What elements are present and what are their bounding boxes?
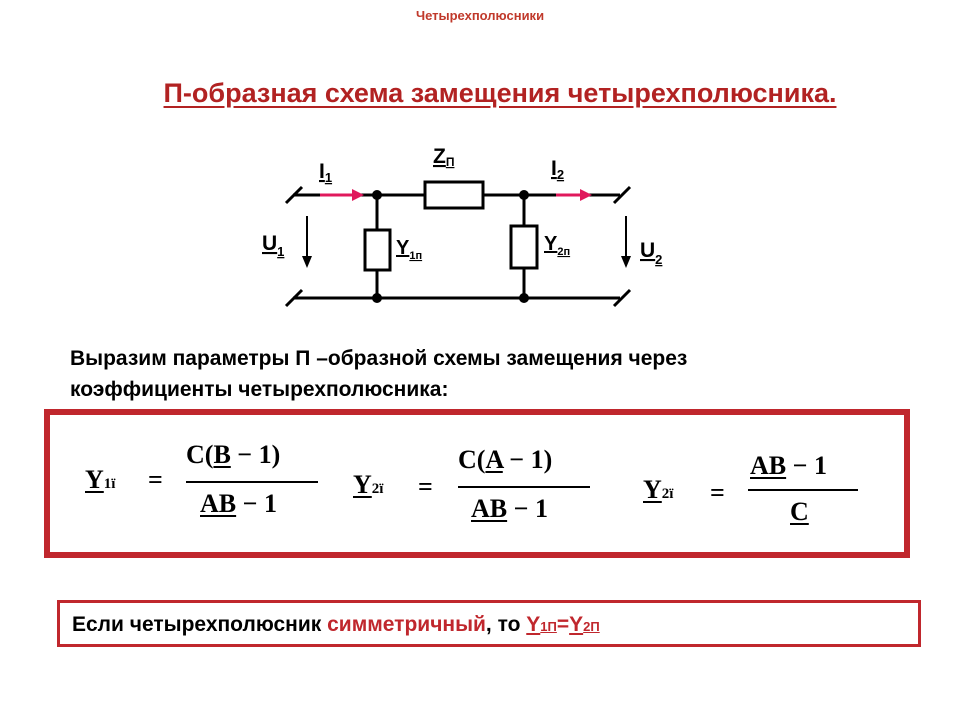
impedance-z-resistor [423, 180, 485, 210]
y2-label: Y2п [544, 233, 570, 258]
symmetric-condition: Y1П=Y2П [526, 613, 600, 636]
circuit-nodes [372, 190, 529, 303]
node-dot [519, 293, 529, 303]
voltage-u2-arrow [621, 216, 631, 268]
formula-2-fraction-bar [458, 486, 590, 488]
admittance-y1-resistor [363, 228, 392, 272]
terminal-mark [284, 288, 304, 308]
u1-label: U1 [262, 232, 284, 259]
formula-2-numerator: C(A − 1) [458, 445, 553, 474]
node-dot [372, 190, 382, 200]
formula-2-denominator: AB − 1 [471, 494, 548, 523]
formula-1-numerator: C(B − 1) [186, 440, 281, 469]
symmetric-highlight: симметричный [327, 613, 486, 636]
formula-1-lhs: Y1ï [85, 465, 116, 494]
intro-line-1: Выразим параметры П –образной схемы заме… [70, 347, 688, 370]
slide-header: Четырехполюсники [415, 8, 545, 23]
admittance-y2-resistor [509, 224, 539, 270]
intro-line-2: коэффициенты четырехполюсника: [70, 378, 449, 401]
current-i2-arrow [556, 189, 592, 201]
pi-equivalent-circuit: ZП I1 I2 U1 U2 Y1п Y2п [262, 145, 662, 308]
intro-text: Выразим параметры П –образной схемы заме… [70, 343, 910, 405]
u2-label: U2 [640, 239, 662, 267]
formula-3-numerator: AB − 1 [750, 451, 827, 480]
formula-3-fraction-bar [748, 489, 858, 491]
formula-3-lhs: Y2ï [643, 475, 674, 504]
slide-title: П-образная схема замещения четырехполюсн… [163, 78, 837, 108]
formula-1-denominator: AB − 1 [200, 489, 277, 518]
terminal-mark [612, 288, 632, 308]
formula-3-equals: = [710, 478, 725, 507]
terminal-mark [612, 185, 632, 205]
formula-2-equals: = [418, 472, 433, 501]
current-i1-arrow [320, 189, 364, 201]
formula-frame [44, 409, 910, 558]
y1-label: Y1п [396, 237, 422, 262]
formula-1-equals: = [148, 465, 163, 494]
z-label: ZП [433, 145, 454, 169]
node-dot [519, 190, 529, 200]
formula-2-lhs: Y2ï [353, 470, 384, 499]
symmetric-note: Если четырехполюсник симметричный, то Y1… [72, 613, 600, 636]
voltage-u1-arrow [302, 216, 312, 268]
terminal-mark [284, 185, 304, 205]
node-dot [372, 293, 382, 303]
formula-1-fraction-bar [186, 481, 318, 483]
symmetric-note-frame [57, 600, 921, 647]
i1-label: I1 [319, 160, 332, 185]
i2-label: I2 [551, 157, 564, 182]
formula-3-denominator: C [790, 497, 809, 526]
